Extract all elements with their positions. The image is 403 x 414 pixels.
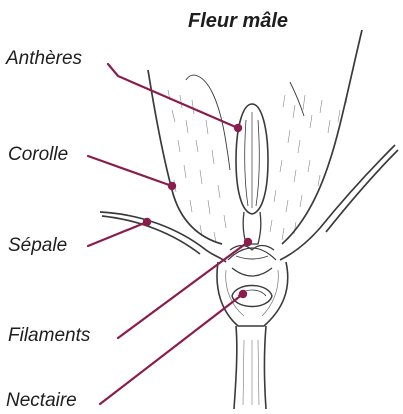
dot-filaments xyxy=(244,238,252,246)
receptacle xyxy=(217,248,288,326)
dot-sepale xyxy=(143,218,151,226)
label-nectaire: Nectaire xyxy=(6,391,77,410)
leader-corolle xyxy=(88,156,172,186)
leader-nectaire xyxy=(100,294,243,404)
stem xyxy=(234,326,266,409)
label-corolle: Corolle xyxy=(8,145,68,164)
anthers xyxy=(236,104,268,214)
dot-antheres xyxy=(234,124,242,132)
nectary xyxy=(232,286,272,307)
leader-sepale xyxy=(88,222,147,246)
label-antheres: Anthères xyxy=(6,49,82,68)
label-sepale: Sépale xyxy=(8,236,67,255)
dot-nectaire xyxy=(239,290,247,298)
diagram-title: Fleur mâle xyxy=(188,11,288,31)
label-filaments: Filaments xyxy=(8,326,90,345)
leader-antheres xyxy=(108,64,238,128)
staminal-column xyxy=(230,212,274,259)
leader-filaments xyxy=(118,242,248,338)
corolla-hatching xyxy=(168,90,348,242)
dot-corolle xyxy=(168,182,176,190)
